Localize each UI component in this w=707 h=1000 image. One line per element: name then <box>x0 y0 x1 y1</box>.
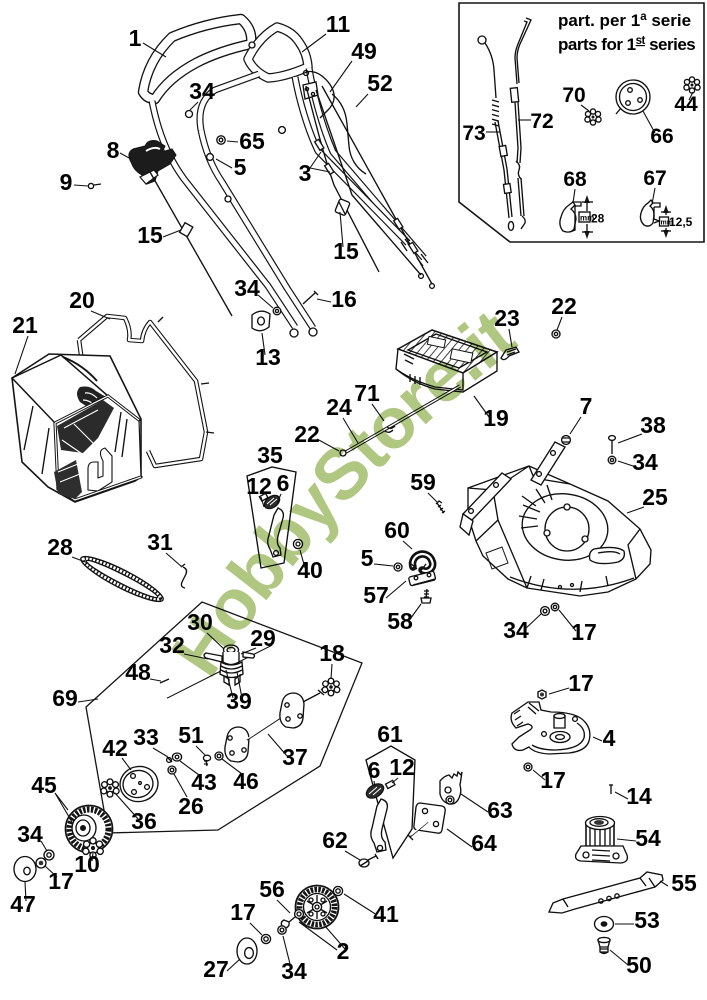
svg-text:56: 56 <box>259 876 285 902</box>
svg-text:60: 60 <box>384 517 410 543</box>
svg-text:28: 28 <box>47 534 73 560</box>
svg-text:63: 63 <box>487 797 513 823</box>
svg-text:13: 13 <box>255 344 281 370</box>
svg-text:mm: mm <box>580 214 594 223</box>
svg-text:14: 14 <box>626 783 652 809</box>
svg-text:61: 61 <box>377 721 403 747</box>
svg-text:25: 25 <box>642 484 668 510</box>
svg-text:part. per 1a serie: part. per 1a serie <box>558 11 691 30</box>
svg-text:12: 12 <box>246 473 272 499</box>
svg-text:47: 47 <box>10 891 36 917</box>
svg-text:17: 17 <box>540 767 566 793</box>
svg-text:66: 66 <box>650 125 673 148</box>
svg-text:62: 62 <box>322 827 348 853</box>
svg-text:43: 43 <box>191 769 217 795</box>
svg-text:17: 17 <box>568 670 594 696</box>
svg-text:67: 67 <box>643 167 666 190</box>
svg-text:5: 5 <box>361 545 374 571</box>
svg-text:30: 30 <box>187 609 213 635</box>
svg-text:12,5: 12,5 <box>669 215 693 229</box>
svg-text:35: 35 <box>257 442 283 468</box>
svg-text:18: 18 <box>319 640 345 666</box>
svg-text:69: 69 <box>52 685 78 711</box>
svg-text:21: 21 <box>12 312 38 338</box>
svg-text:55: 55 <box>671 870 697 896</box>
svg-text:28: 28 <box>591 212 605 226</box>
svg-text:44: 44 <box>674 93 698 116</box>
svg-text:31: 31 <box>147 529 173 555</box>
svg-text:4: 4 <box>603 725 616 751</box>
svg-text:51: 51 <box>178 722 204 748</box>
svg-text:49: 49 <box>351 38 377 64</box>
svg-text:64: 64 <box>471 830 497 856</box>
svg-text:15: 15 <box>137 222 163 248</box>
svg-text:39: 39 <box>226 688 252 714</box>
svg-text:34: 34 <box>17 821 43 847</box>
svg-text:34: 34 <box>234 275 260 301</box>
svg-text:42: 42 <box>102 735 128 761</box>
svg-text:22: 22 <box>294 421 320 447</box>
svg-text:27: 27 <box>203 956 229 982</box>
svg-text:37: 37 <box>282 744 308 770</box>
svg-text:6: 6 <box>368 757 381 783</box>
svg-text:59: 59 <box>410 469 436 495</box>
svg-text:34: 34 <box>189 78 215 104</box>
svg-text:53: 53 <box>634 907 660 933</box>
svg-text:mm: mm <box>661 220 673 227</box>
svg-text:52: 52 <box>367 70 393 96</box>
svg-text:34: 34 <box>281 958 307 984</box>
svg-text:1: 1 <box>129 25 142 51</box>
svg-text:17: 17 <box>571 619 597 645</box>
svg-text:7: 7 <box>580 393 593 419</box>
svg-text:34: 34 <box>503 617 529 643</box>
svg-text:48: 48 <box>125 659 151 685</box>
svg-text:11: 11 <box>326 11 351 37</box>
svg-text:19: 19 <box>483 405 509 431</box>
svg-text:34: 34 <box>632 449 658 475</box>
svg-text:24: 24 <box>326 394 352 420</box>
svg-text:40: 40 <box>297 557 323 583</box>
svg-text:23: 23 <box>494 305 520 331</box>
svg-text:parts for 1st series: parts for 1st series <box>558 35 695 54</box>
svg-text:73: 73 <box>462 122 485 145</box>
svg-text:12: 12 <box>389 754 415 780</box>
svg-text:33: 33 <box>133 724 159 750</box>
svg-text:10: 10 <box>74 851 100 877</box>
svg-text:50: 50 <box>626 952 652 978</box>
svg-text:46: 46 <box>233 768 259 794</box>
svg-text:45: 45 <box>31 772 57 798</box>
svg-text:68: 68 <box>563 168 587 191</box>
svg-text:41: 41 <box>373 901 399 927</box>
svg-text:20: 20 <box>69 287 95 313</box>
svg-text:3: 3 <box>299 160 312 186</box>
svg-text:32: 32 <box>159 632 185 658</box>
svg-text:6: 6 <box>277 470 290 496</box>
svg-text:29: 29 <box>250 625 276 651</box>
svg-text:65: 65 <box>239 128 265 154</box>
svg-text:57: 57 <box>363 582 389 608</box>
svg-text:16: 16 <box>331 286 357 312</box>
svg-text:70: 70 <box>562 84 585 107</box>
svg-text:22: 22 <box>551 293 577 319</box>
svg-text:71: 71 <box>354 380 380 406</box>
svg-text:36: 36 <box>131 808 157 834</box>
svg-text:17: 17 <box>230 899 256 925</box>
svg-text:2: 2 <box>337 938 350 964</box>
svg-text:5: 5 <box>234 154 247 180</box>
svg-text:15: 15 <box>333 238 359 264</box>
svg-text:26: 26 <box>178 793 204 819</box>
svg-text:9: 9 <box>60 169 73 195</box>
svg-text:8: 8 <box>107 137 120 163</box>
svg-text:38: 38 <box>640 412 666 438</box>
svg-text:72: 72 <box>530 110 553 133</box>
svg-text:54: 54 <box>635 825 661 851</box>
